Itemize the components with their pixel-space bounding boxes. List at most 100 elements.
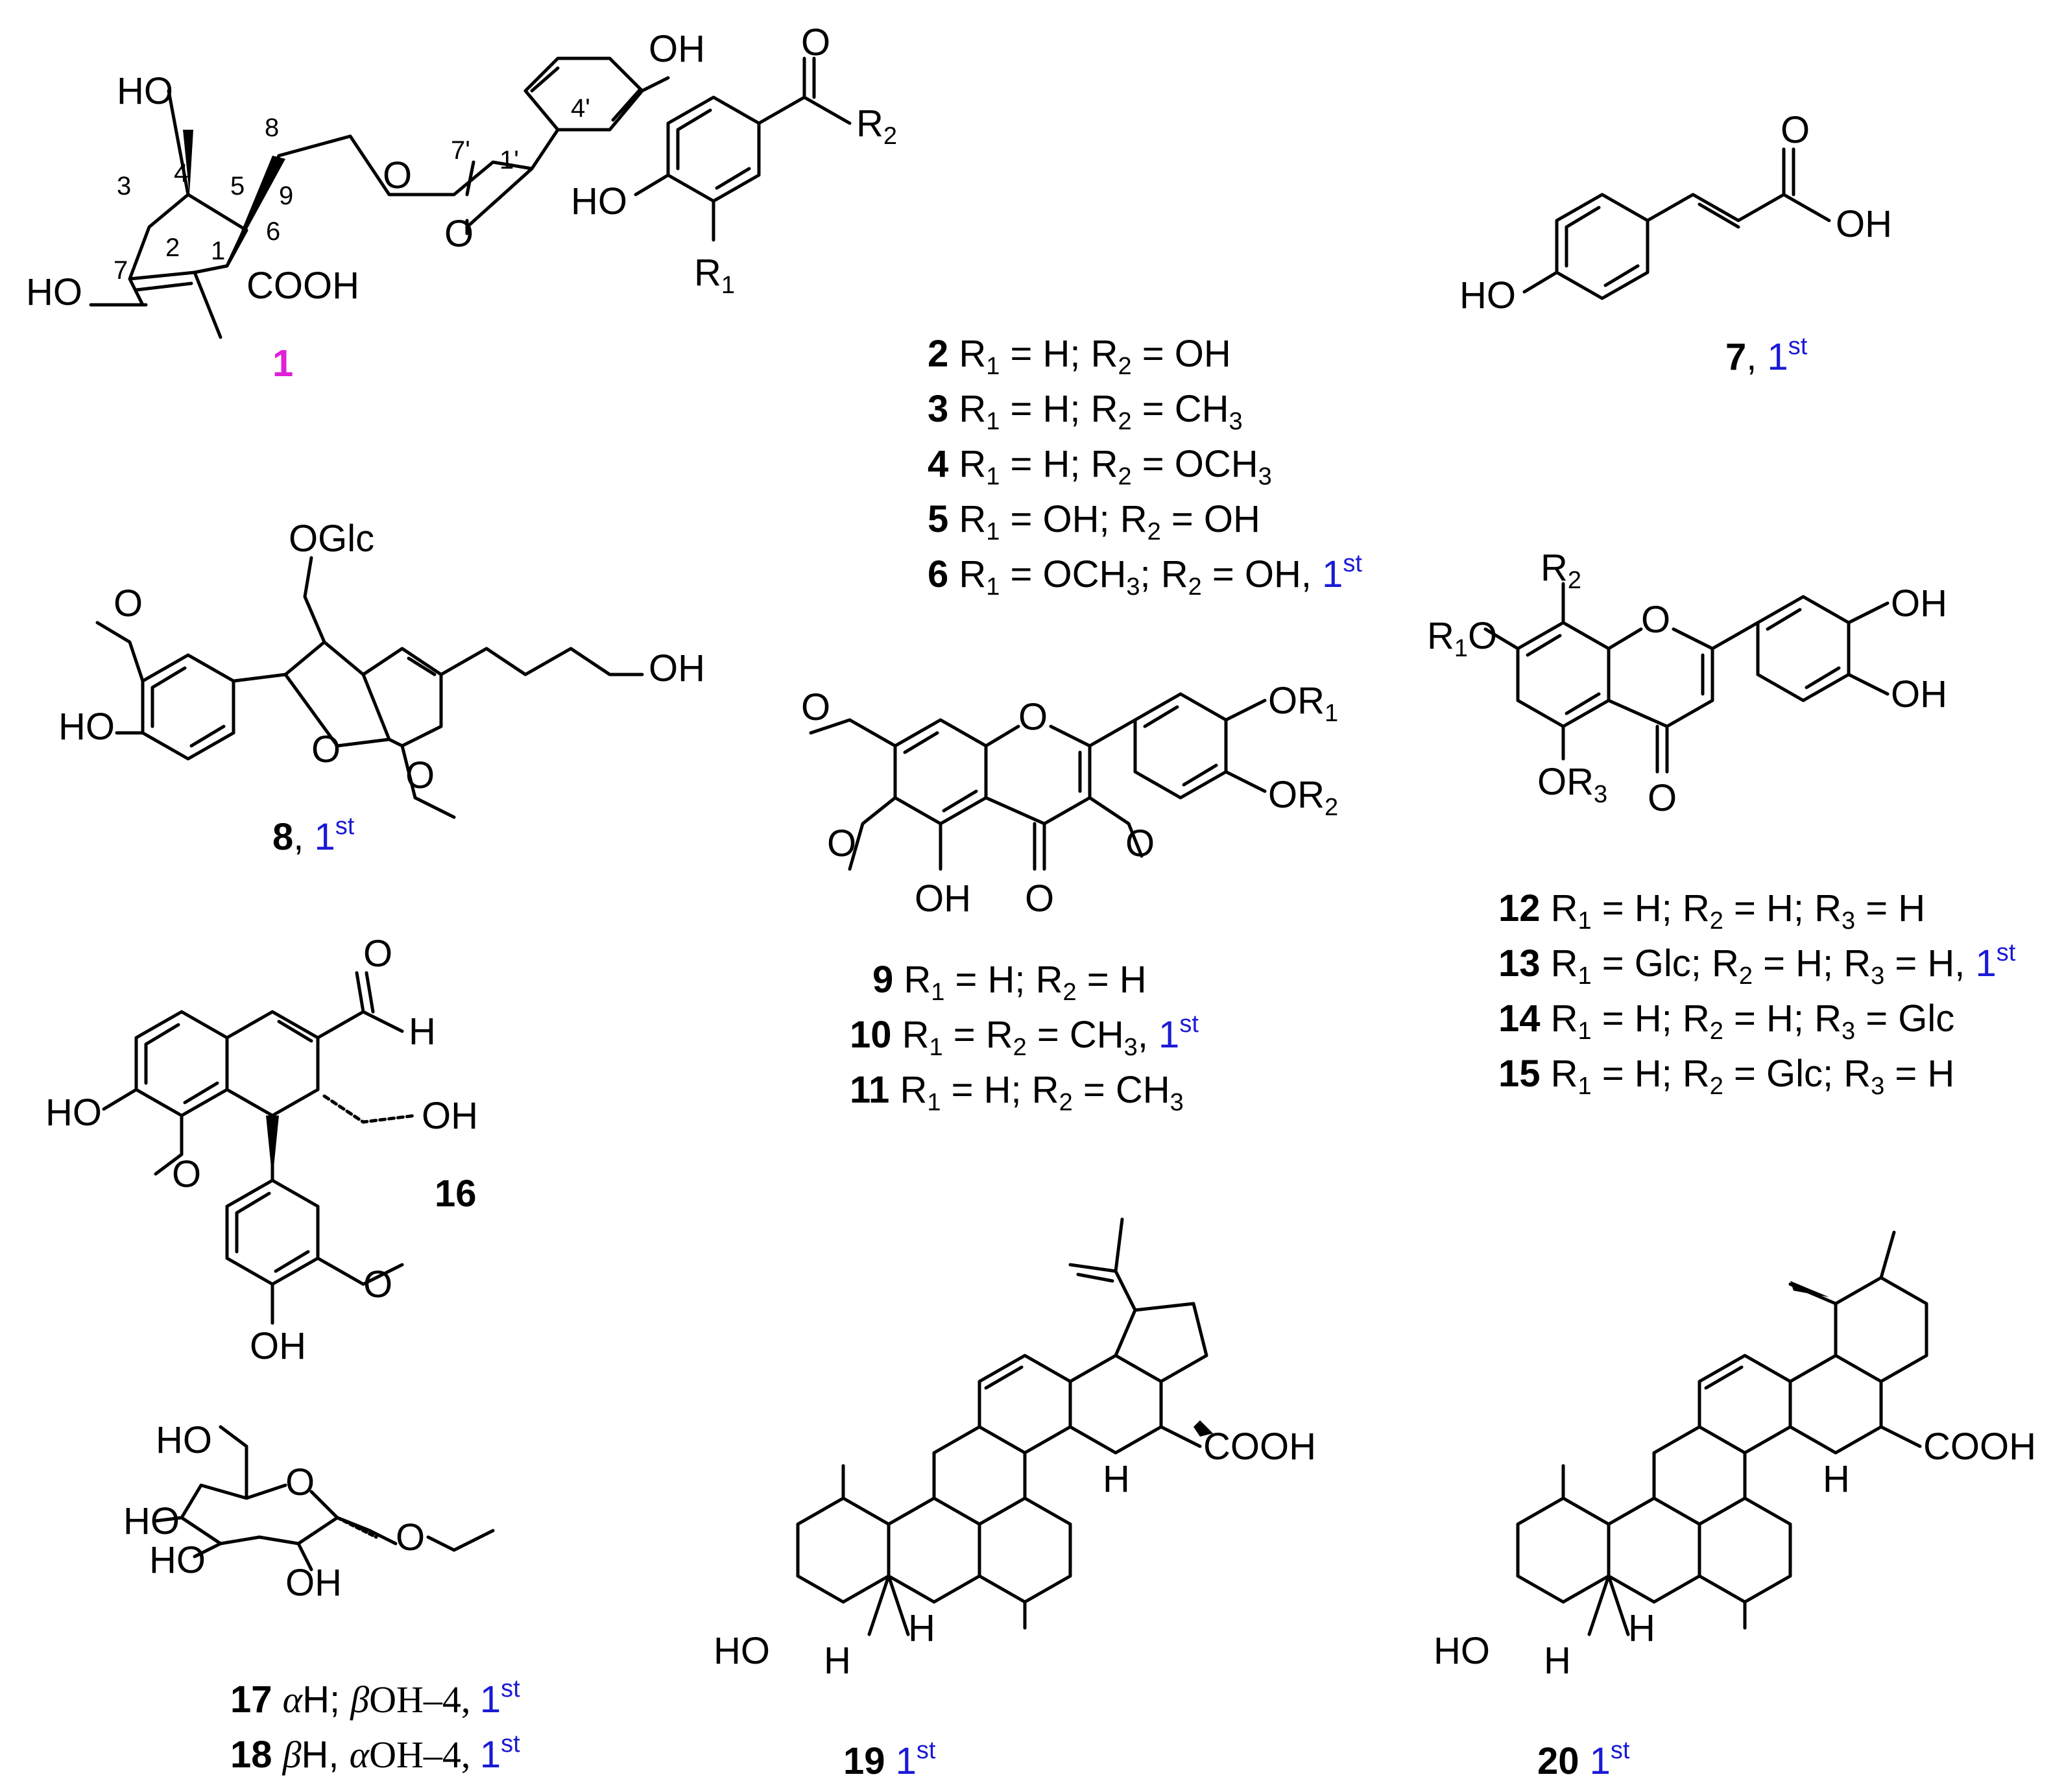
atom-ho: HO (571, 180, 627, 222)
atom-oglc: OGlc (289, 518, 374, 560)
compound-12-15-bonds (1483, 582, 1890, 774)
atom-o-keto: O (1025, 878, 1054, 920)
row-14: 14 R1 = H; R2 = H; R3 = Glc (1498, 998, 1954, 1045)
compound-17-18: HO O HO HO OH O 17 αH; βOH–4, 1st 18 βH,… (123, 1419, 520, 1776)
compound-8: OGlc O HO O OH O 8, 1st (58, 518, 705, 858)
atom-oh-2: OH (285, 1562, 342, 1604)
compound-2-6-bonds (634, 56, 852, 242)
row-11: 11 R1 = H; R2 = CH3 (850, 1069, 1184, 1116)
atom-cooh: COOH (1203, 1426, 1316, 1468)
atom-ho: HO (58, 706, 115, 748)
row-2: 2 R1 = H; R2 = OH (928, 333, 1231, 380)
compound-7-label: 7, 1st (1725, 333, 1808, 378)
atom-o-ester: O (383, 154, 412, 197)
atom-o-ethoxy: O (396, 1516, 425, 1559)
locant-2: 2 (165, 233, 180, 262)
atom-oh-phenol: OH (649, 28, 705, 70)
atom-o-carbonyl: O (444, 213, 474, 255)
atom-o-methoxy: O (172, 1153, 201, 1195)
row-5: 5 R1 = OH; R2 = OH (928, 498, 1260, 545)
atom-ho-c4: HO (117, 70, 173, 112)
row-6: 6 R1 = OCH3; R2 = OH, 1st (928, 550, 1362, 601)
atom-o-ring: O (1018, 696, 1048, 738)
atom-o-methoxy-7: O (801, 686, 830, 728)
atom-o-aldehyde: O (363, 933, 392, 975)
atom-o-methoxy-3: O (1125, 822, 1155, 865)
compound-7-bonds (1522, 147, 1831, 300)
atom-ho-3: HO (149, 1539, 206, 1581)
locant-7p: 7' (451, 136, 470, 165)
locant-8: 8 (265, 113, 279, 142)
atom-oh-4p: OH (1891, 582, 1947, 625)
compound-16-wedge (266, 1116, 279, 1180)
atom-oh-acid: OH (1836, 203, 1892, 245)
atom-h-9: H (908, 1607, 935, 1649)
row-17: 17 αH; βOH–4, 1st (230, 1675, 520, 1721)
compound-9-11: O O OR1 OR2 O OH O O 9 R1 = H; R2 = H 10… (801, 680, 1338, 1116)
atom-o-ring: O (311, 728, 341, 771)
row-15: 15 R1 = H; R2 = Glc; R3 = H (1498, 1053, 1954, 1100)
compound-17-18-wavy-anomeric (335, 1516, 378, 1539)
row-10: 10 R1 = R2 = CH3, 1st (850, 1010, 1199, 1061)
compound-9-11-bonds (809, 692, 1267, 871)
compound-2-6: O R2 HO R1 2 R1 = H; R2 = OH 3 R1 = H; R… (571, 21, 1362, 601)
atom-oh: OH (649, 647, 705, 689)
locant-1: 1 (211, 237, 225, 265)
atom-ho-phenol: HO (1459, 274, 1516, 317)
atom-ho-c7: HO (26, 271, 82, 313)
compound-1: HO OH O O COOH HO 3 4 5 6 7 8 9 1 2 1' 4… (26, 28, 705, 385)
atom-o-methoxy: O (114, 582, 143, 625)
compound-19-bonds (796, 1217, 1208, 1636)
compound-20-wedge-methyl (1790, 1281, 1829, 1297)
atom-h-18: H (1103, 1458, 1130, 1500)
atom-or1: OR1 (1268, 680, 1338, 727)
atom-o-methoxy-6: O (827, 822, 856, 865)
compound-16: O H OH HO O O OH 16 (45, 933, 478, 1367)
locant-4: 4 (174, 159, 188, 187)
atom-ho: HO (45, 1092, 102, 1134)
atom-h-aldehyde: H (409, 1010, 436, 1053)
compound-1-wedge-oh (183, 130, 193, 195)
compound-7: O OH HO 7, 1st (1459, 109, 1892, 378)
atom-o-carbonyl: O (1781, 109, 1810, 151)
atom-or2: OR2 (1268, 774, 1338, 821)
atom-oh-hydroxymethyl: OH (422, 1095, 478, 1137)
atom-or3: OR3 (1537, 761, 1607, 808)
atom-h-5: H (1544, 1640, 1571, 1682)
compound-20-label: 20 1st (1537, 1737, 1630, 1782)
locant-7: 7 (114, 256, 128, 285)
compound-17-18-bonds (154, 1425, 495, 1571)
atom-o-keto: O (1648, 777, 1677, 819)
atom-oh-3p: OH (1891, 673, 1947, 715)
locant-3: 3 (117, 172, 131, 200)
compound-16-hashed-bond (322, 1094, 417, 1124)
compound-1-wedge-c5 (227, 156, 285, 266)
locant-9: 9 (279, 182, 293, 210)
compound-19-wedge-cooh (1194, 1420, 1213, 1437)
atom-cooh: COOH (246, 265, 359, 307)
compound-20: H COOH H H HO 20 1st (1434, 1230, 2036, 1782)
locant-5: 5 (230, 172, 245, 200)
atom-o-ring: O (1641, 599, 1670, 641)
atom-ho-3: HO (1434, 1630, 1490, 1672)
atom-o-ring: O (285, 1461, 315, 1503)
locant-1p: 1' (499, 146, 519, 174)
atom-o-methoxy-2: O (405, 754, 435, 796)
atom-ho-4: HO (123, 1500, 180, 1542)
atom-r1: R1 (694, 252, 735, 299)
atom-h-18: H (1823, 1458, 1850, 1500)
atom-oh-5: OH (915, 878, 971, 920)
compound-20-bonds (1516, 1230, 1928, 1636)
compound-16-bonds (102, 971, 404, 1325)
atom-h-5: H (824, 1640, 851, 1682)
compound-19-label: 19 1st (843, 1737, 936, 1782)
atom-cooh: COOH (1923, 1426, 2036, 1468)
compound-12-15: R2 R1O O OH OH OR3 O 12 R1 = H; R2 = H; … (1427, 547, 2016, 1100)
compound-1-number: 1 (272, 342, 293, 385)
atom-r2: R2 (1541, 547, 1581, 594)
row-13: 13 R1 = Glc; R2 = H; R3 = H, 1st (1498, 939, 2016, 990)
atom-ho-3: HO (714, 1630, 770, 1672)
atom-ho-6: HO (156, 1419, 212, 1461)
row-9: 9 R1 = H; R2 = H (872, 959, 1147, 1006)
